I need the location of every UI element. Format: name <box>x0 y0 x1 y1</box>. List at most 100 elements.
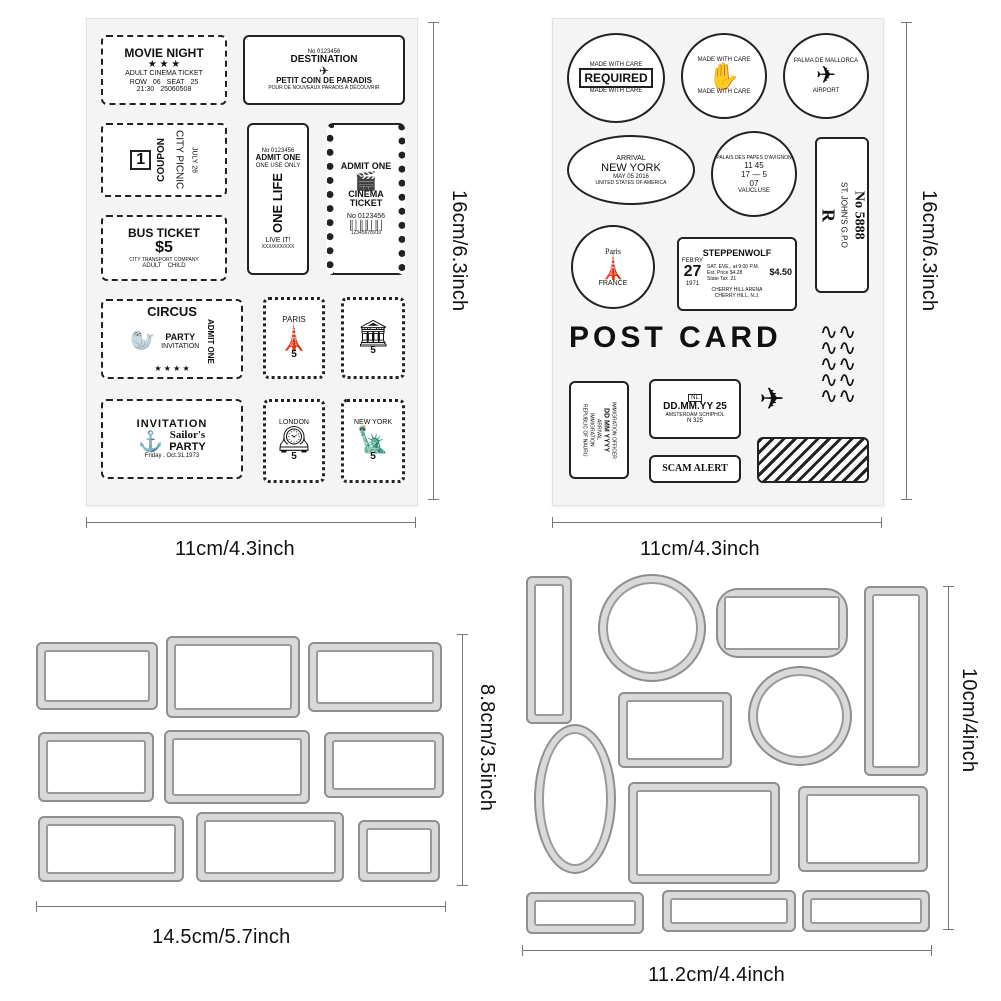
die1-width-label: 14.5cm/5.7inch <box>152 926 291 948</box>
bus-sub: CITY TRANSPORT COMPANY <box>129 256 199 263</box>
nauru-l2: IMMIGRATION <box>588 413 595 447</box>
registered-label: R ST. JOHN'S G.P.O No 5888 <box>815 137 869 293</box>
one-life-admit: ADMIT ONE <box>255 153 301 163</box>
cinema-admit: ADMIT ONE <box>340 161 392 172</box>
movie-sub: ADULT CINEMA TICKET <box>125 70 203 78</box>
palma-top: PALMA DE MALLORCA <box>793 58 859 64</box>
london-city: LONDON <box>279 419 309 427</box>
invitation-line1: Sailor's <box>169 429 206 442</box>
movie-time: 21:30 <box>136 86 155 94</box>
colosseum-postage-stamp: 🏛 5 <box>341 297 405 379</box>
paris-city: PARIS <box>282 315 306 325</box>
airplane-icon: ✈ <box>759 383 785 416</box>
movie-row: 06 <box>152 79 161 87</box>
die-circle <box>598 574 706 682</box>
die-ticket-7 <box>38 816 184 882</box>
newyork-value: 5 <box>370 451 376 463</box>
die-strip-1 <box>526 892 644 934</box>
airplane-icon: ✈ <box>815 62 837 89</box>
anchor-icon: ⚓ <box>138 430 164 453</box>
sheet2-height-label: 16cm/6.3inch <box>918 190 940 312</box>
die-ticket-8 <box>196 812 344 882</box>
die-set-2 <box>522 574 932 936</box>
nauru-date: DD MM YYYY <box>602 407 610 453</box>
circus-stars: ★ ★ ★ ★ <box>154 363 190 373</box>
nauru-l4: IMMIGRATION OFFICER <box>610 401 617 459</box>
die-ticket-9 <box>358 820 440 882</box>
destination-no: No 0123456 <box>307 48 341 55</box>
bus-adult: ADULT <box>142 262 162 269</box>
circus-party: PARTY <box>165 332 196 343</box>
sheet2-width-ruler <box>552 517 882 528</box>
sheet1-width-ruler <box>86 517 416 528</box>
nauru-l1: REPUBLIC OF NAURU <box>581 403 588 457</box>
handmade-top: MADE WITH CARE <box>697 57 751 63</box>
stamp-sheet-1: MOVIE NIGHT ★ ★ ★ ADULT CINEMA TICKET RO… <box>86 18 418 506</box>
coupon-mid: CITY PICNIC <box>173 130 185 190</box>
die-oval <box>534 724 616 874</box>
steppenwolf-title: STEPPENWOLF <box>702 247 772 258</box>
wavy-lines-stamp: ∿∿∿∿∿∿∿∿∿∿ <box>809 309 867 419</box>
papes-bottom: VAUCLUSE <box>738 187 770 194</box>
statue-of-liberty-icon: 🗽 <box>356 424 390 455</box>
die2-width-label: 11.2cm/4.4inch <box>648 964 785 986</box>
papes-l3: 07 <box>749 178 759 188</box>
wave-lines-icon: ∿∿∿∿∿∿∿∿∿∿ <box>819 319 857 408</box>
die-tall-1 <box>526 576 572 724</box>
die1-height-label: 8.8cm/3.5inch <box>476 684 498 812</box>
registered-no: No 5888 <box>851 190 867 240</box>
die-badge <box>748 666 852 766</box>
sheet1-width-label: 11cm/4.3inch <box>175 538 295 560</box>
die-small-rect <box>618 692 732 768</box>
die-ticket-4 <box>38 732 154 802</box>
nauru-immigration-stamp: REPUBLIC OF NAURU IMMIGRATION ARRIVAL DD… <box>569 381 629 479</box>
circus-ticket: CIRCUS 🦭 PARTY INVITATION ADMIT ONE ★ ★ … <box>101 299 243 379</box>
papes-l1: 11 45 <box>744 160 764 170</box>
paris-france-stamp: Paris 🗼 FRANCE <box>571 225 655 309</box>
eiffel-tower-icon: 🗼 <box>598 254 628 281</box>
eiffel-tower-icon: 🗼 <box>277 322 311 353</box>
coupon-ticket: 1 COUPON CITY PICNIC JULY 26 <box>101 123 227 197</box>
paris-round-top: Paris <box>605 247 621 256</box>
cinema-barcode: 12345678910 <box>350 229 382 236</box>
arrival-newyork-stamp: ARRIVAL NEW YORK MAY 05 2016 UNITED STAT… <box>567 135 695 205</box>
papes-l2: 17 — 5 <box>741 169 767 179</box>
coupon-title: COUPON <box>156 138 168 182</box>
steppenwolf-line2: Est. Price $4.28 <box>707 269 743 276</box>
die2-width-ruler <box>522 945 932 956</box>
die-mid-rect <box>628 782 780 884</box>
invitation-title: INVITATION <box>136 417 208 430</box>
cinema-title: CINEMA TICKET <box>348 188 384 209</box>
circus-admit: ADMIT ONE <box>205 318 215 364</box>
bus-price: $5 <box>155 238 173 256</box>
scam-alert-text: SCAM ALERT <box>662 462 728 474</box>
sheet1-height-label: 16cm/6.3inch <box>448 190 470 312</box>
invitation-date: Friday . Oct.31.1973 <box>144 453 200 460</box>
die-ticket-5 <box>164 730 310 804</box>
movie-night-ticket: MOVIE NIGHT ★ ★ ★ ADULT CINEMA TICKET RO… <box>101 35 227 105</box>
avignon-stamp: PALAIS DES PAPES D'AVIGNON 11 45 17 — 5 … <box>711 131 797 217</box>
handmade-stamp: MADE WITH CARE ✋ MADE WITH CARE <box>681 33 767 119</box>
die-strip-2 <box>662 890 796 932</box>
papes-ring: PALAIS DES PAPES D'AVIGNON <box>716 154 792 161</box>
required-bottom: MADE WITH CARE <box>589 88 643 94</box>
sheet1-height-ruler <box>428 22 439 500</box>
destination-title: DESTINATION <box>290 53 358 65</box>
destination-small: POUR DE NOUVEAUX PARADIS À DÉCOUVRIR <box>268 85 380 92</box>
die1-width-ruler <box>36 901 446 912</box>
invitation-line2: PARTY <box>169 440 206 453</box>
one-life-no: No 0123456 <box>261 148 295 155</box>
paris-round-bottom: FRANCE <box>598 280 628 287</box>
arrival-city: NEW YORK <box>601 161 661 174</box>
one-life-use: ONE USE ONLY <box>255 162 301 169</box>
die-ticket-6 <box>324 732 444 798</box>
movie-serial: 25060508 <box>160 86 192 94</box>
steppenwolf-day: 27 <box>683 263 702 281</box>
die-ticket-2 <box>166 636 300 718</box>
handmade-bottom: MADE WITH CARE <box>697 89 751 95</box>
required-main: REQUIRED <box>579 68 653 88</box>
london-postage-stamp: LONDON 🕰 5 <box>263 399 325 483</box>
one-life-ticket: No 0123456 ADMIT ONE ONE USE ONLY ONE LI… <box>247 123 309 275</box>
seal-icon: 🦭 <box>130 330 156 353</box>
steppenwolf-line1: SAT. EVE., at 9:00 P.M. <box>707 263 760 270</box>
